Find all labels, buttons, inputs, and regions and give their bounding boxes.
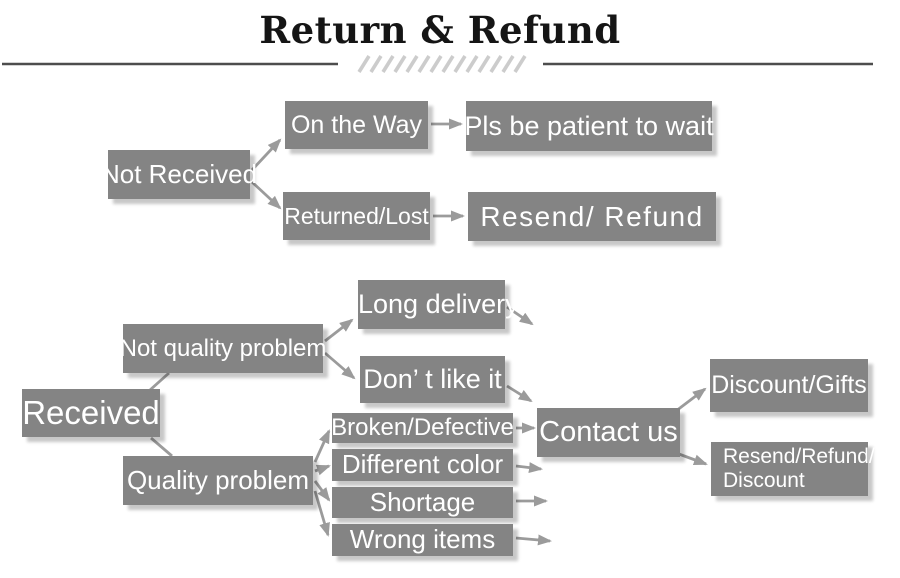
node-discount-gifts: Discount/Gifts: [710, 359, 868, 412]
node-not-quality-problem: Not quality problem: [120, 324, 326, 373]
node-wrong-items: Wrong items: [332, 524, 513, 556]
node-resend-refund: Resend/ Refund: [468, 192, 716, 241]
node-on-the-way: On the Way: [285, 101, 428, 149]
node-different-color: Different color: [332, 449, 513, 481]
node-long-delivery: Long delivery: [358, 280, 519, 329]
node-received: Received: [22, 389, 160, 437]
node-dont-like-it: Don’ t like it: [360, 356, 505, 403]
arrows: [149, 118, 708, 546]
node-resend-refund-discount: Resend/Refund/ Discount: [711, 442, 875, 496]
node-not-received: Not Received: [101, 150, 257, 199]
node-contact-us: Contact us: [537, 408, 680, 457]
node-broken-defective: Broken/Defective: [331, 413, 514, 443]
page-title: Return & Refund: [259, 8, 621, 52]
node-quality-problem: Quality problem: [123, 456, 313, 505]
node-shortage: Shortage: [332, 487, 513, 518]
hatch-marks: [357, 55, 527, 73]
node-pls-be-patient-to-wait: Pls be patient to wait: [464, 101, 714, 151]
node-returned-lost: Returned/Lost: [283, 192, 430, 240]
